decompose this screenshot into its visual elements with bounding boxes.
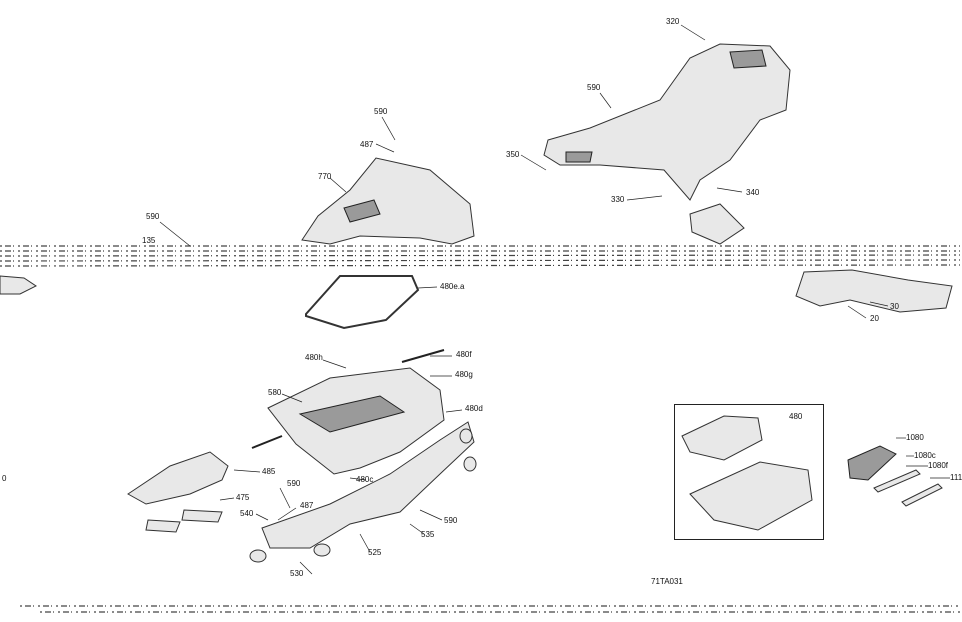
callout-0: 0 [2, 474, 7, 483]
callout-480f: 480f [456, 350, 472, 359]
callout-30: 30 [890, 302, 899, 311]
callout-590-left: 590 [146, 212, 160, 221]
tool-kit-part [847, 445, 943, 507]
storage-bin-part [267, 367, 445, 475]
front-frame-part [261, 421, 475, 549]
callout-590: 590 [587, 83, 601, 92]
callout-1080c: 1080c [914, 451, 936, 460]
pad-part [145, 509, 223, 533]
rear-rack-part [543, 43, 791, 201]
callout-111: 111 [950, 473, 962, 482]
callout-530: 530 [290, 569, 304, 578]
callout-487-frame: 487 [300, 501, 314, 510]
callout-487: 487 [360, 140, 374, 149]
right-fender-part [795, 269, 953, 313]
rod-part [251, 349, 445, 449]
front-cover-part [301, 157, 475, 245]
callout-480g: 480g [455, 370, 473, 379]
callout-535: 535 [421, 530, 435, 539]
gasket-part [305, 275, 420, 330]
callout-525: 525 [368, 548, 382, 557]
scan-noise-band [0, 245, 961, 613]
callout-1080f: 1080f [928, 461, 949, 470]
callout-540: 540 [240, 509, 254, 518]
callout-590-right: 590 [444, 516, 458, 525]
light-ring-part [249, 428, 477, 563]
callout-590-cover: 590 [374, 107, 388, 116]
callout-480c: 480c [356, 475, 374, 484]
callout-320: 320 [666, 17, 680, 26]
callout-580: 580 [268, 388, 282, 397]
diagram-code: 71TA031 [651, 577, 683, 586]
callout-480ea: 480e.a [440, 282, 465, 291]
callout-475: 475 [236, 493, 250, 502]
callout-330: 330 [611, 195, 625, 204]
callout-480: 480 [789, 412, 803, 421]
callout-20: 20 [870, 314, 879, 323]
skid-plate-part [127, 451, 229, 505]
callout-340: 340 [746, 188, 760, 197]
callout-135: 135 [142, 236, 156, 245]
callout-480h: 480h [305, 353, 323, 362]
left-fender-part [0, 275, 37, 295]
callout-350: 350 [506, 150, 520, 159]
callout-485: 485 [262, 467, 276, 476]
leader-lines [159, 24, 950, 575]
callout-770: 770 [318, 172, 332, 181]
rear-bracket-part [689, 203, 745, 245]
inset-box: 480 [674, 404, 824, 540]
inset-bin-part [681, 415, 813, 531]
callout-1080: 1080 [906, 433, 924, 442]
callout-480d: 480d [465, 404, 483, 413]
callout-590-frame: 590 [287, 479, 301, 488]
